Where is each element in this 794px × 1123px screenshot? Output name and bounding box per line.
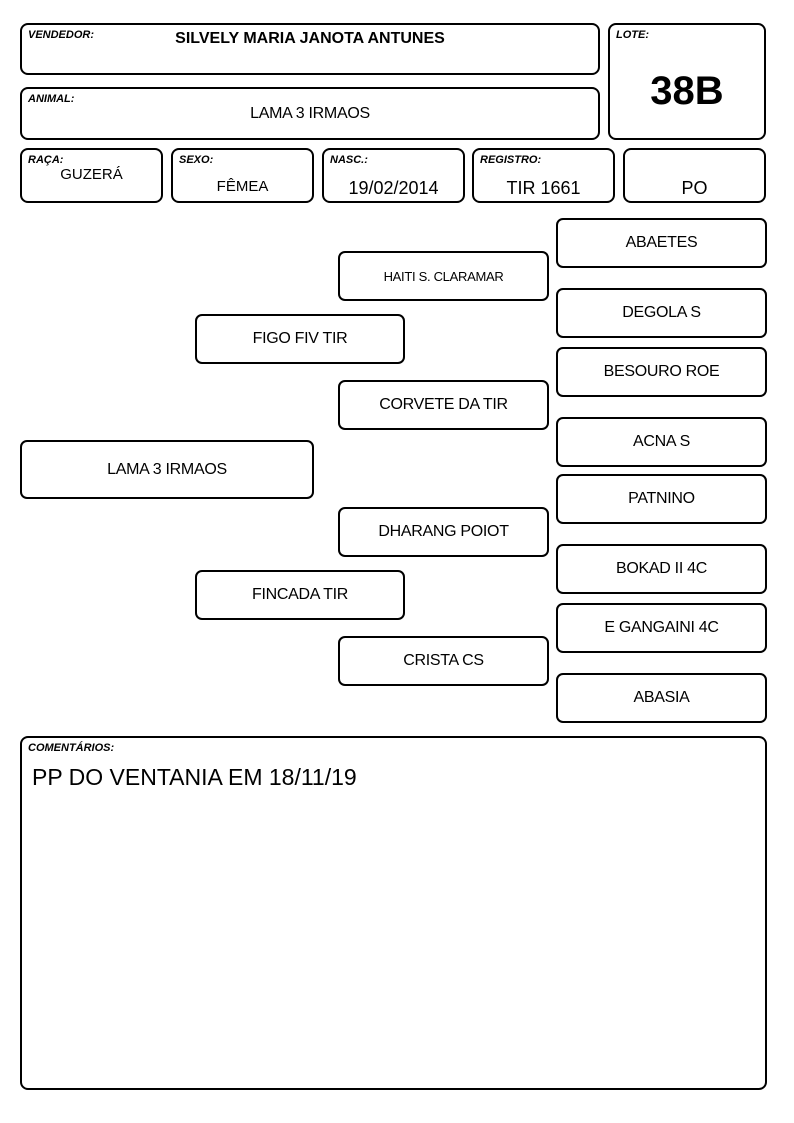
lote-label: LOTE: [616, 29, 649, 41]
comments-text: PP DO VENTANIA EM 18/11/19 [32, 764, 357, 790]
sexo-value: FÊMEA [216, 178, 269, 195]
animal-box: ANIMAL: LAMA 3 IRMAOS [20, 87, 600, 140]
sexo-label: SEXO: [179, 154, 214, 166]
pedigree-sire: FIGO FIV TIR [195, 314, 405, 364]
pedigree-great-grandparent: ABAETES [556, 218, 767, 268]
pedigree-sire-dam: CORVETE DA TIR [338, 380, 549, 430]
pedigree-dam-dam: CRISTA CS [338, 636, 549, 686]
tipo-value: PO [681, 178, 708, 198]
registro-box: REGISTRO: TIR 1661 [472, 148, 615, 203]
vendedor-value: SILVELY MARIA JANOTA ANTUNES [175, 30, 445, 47]
comments-label: COMENTÁRIOS: [28, 742, 115, 754]
pedigree-dam-sire: DHARANG POIOT [338, 507, 549, 557]
pedigree-great-grandparent: BOKAD II 4C [556, 544, 767, 594]
registro-label: REGISTRO: [480, 154, 542, 166]
animal-value: LAMA 3 IRMAOS [250, 105, 370, 122]
lote-value: 38B [650, 69, 724, 113]
pedigree-animal: LAMA 3 IRMAOS [20, 440, 314, 499]
tipo-box: PO [623, 148, 766, 203]
pedigree-great-grandparent: ABASIA [556, 673, 767, 723]
raca-label: RAÇA: [28, 154, 64, 166]
raca-box: RAÇA: GUZERÁ [20, 148, 163, 203]
pedigree-great-grandparent: DEGOLA S [556, 288, 767, 338]
sexo-box: SEXO: FÊMEA [171, 148, 314, 203]
nasc-label: NASC.: [330, 154, 368, 166]
vendedor-box: VENDEDOR: SILVELY MARIA JANOTA ANTUNES [20, 23, 600, 75]
pedigree-great-grandparent: PATNINO [556, 474, 767, 524]
pedigree-great-grandparent: BESOURO ROE [556, 347, 767, 397]
raca-value: GUZERÁ [60, 166, 123, 183]
registro-value: TIR 1661 [506, 178, 581, 198]
pedigree-dam: FINCADA TIR [195, 570, 405, 620]
animal-label: ANIMAL: [28, 93, 75, 105]
nasc-box: NASC.: 19/02/2014 [322, 148, 465, 203]
vendedor-label: VENDEDOR: [28, 29, 95, 41]
pedigree-great-grandparent: E GANGAINI 4C [556, 603, 767, 653]
nasc-value: 19/02/2014 [348, 178, 439, 198]
pedigree-great-grandparent: ACNA S [556, 417, 767, 467]
lote-box: LOTE: 38B [608, 23, 766, 140]
comments-box: COMENTÁRIOS: PP DO VENTANIA EM 18/11/19 [20, 736, 767, 1090]
pedigree-sire-sire: HAITI S. CLARAMAR [338, 251, 549, 301]
